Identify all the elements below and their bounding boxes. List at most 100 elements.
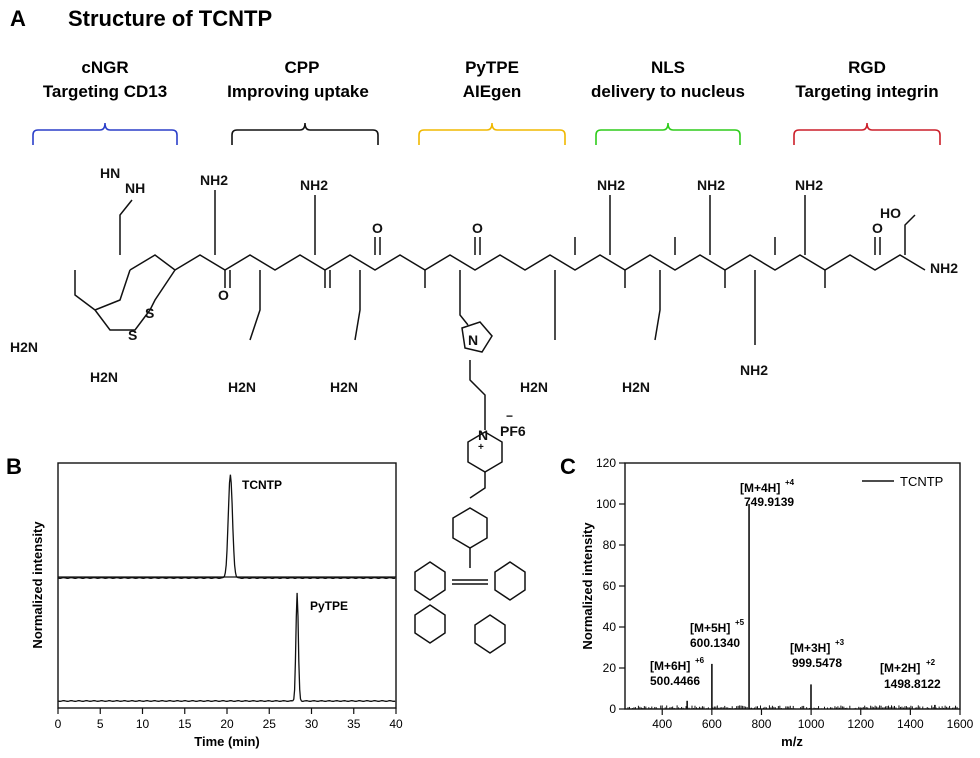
label-nh2-a: NH2 bbox=[200, 172, 228, 188]
y-tick-label: 0 bbox=[609, 702, 616, 716]
annot-4h-ion: [M+4H] bbox=[740, 481, 780, 495]
trace-pytpe-label: PyTPE bbox=[310, 599, 348, 613]
label-o-4: O bbox=[872, 220, 883, 236]
panel-a-letter: A bbox=[10, 6, 26, 31]
label-pf6: PF6 bbox=[500, 423, 526, 439]
label-o-3: O bbox=[472, 220, 483, 236]
panel-c-xlabel: m/z bbox=[781, 734, 803, 749]
y-tick-label: 100 bbox=[596, 497, 616, 511]
annot-2h-charge: +2 bbox=[926, 658, 936, 667]
label-nh: NH bbox=[125, 180, 145, 196]
label-nh2-d: NH2 bbox=[697, 177, 725, 193]
linker-bonds bbox=[469, 360, 486, 430]
panel-b-xlabel: Time (min) bbox=[194, 734, 260, 749]
backbone-bond bbox=[129, 254, 926, 271]
y-tick-label: 120 bbox=[596, 456, 616, 470]
label-h2n-b: H2N bbox=[90, 369, 118, 385]
segment-nls-role: delivery to nucleus bbox=[591, 82, 745, 101]
tpe-double-bond bbox=[452, 579, 488, 585]
legend: TCNTP bbox=[862, 474, 943, 489]
x-tick-label: 15 bbox=[178, 717, 192, 731]
segment-cpp: CPP Improving uptake bbox=[227, 58, 379, 145]
peptide-structure bbox=[74, 190, 926, 654]
label-h2n-a: H2N bbox=[10, 339, 38, 355]
label-n-triazole: N bbox=[468, 332, 478, 348]
label-nh2-c: NH2 bbox=[597, 177, 625, 193]
segment-rgd-name: RGD bbox=[848, 58, 886, 77]
x-tick-label: 1000 bbox=[798, 717, 825, 731]
panel-c-letter: C bbox=[560, 454, 576, 479]
triazole-ring bbox=[461, 321, 493, 353]
annot-4h-charge: +4 bbox=[785, 478, 795, 487]
segment-pytpe-bracket bbox=[418, 122, 566, 145]
annot-2h-ion: [M+2H] bbox=[880, 661, 920, 675]
x-tick-label: 30 bbox=[305, 717, 319, 731]
panel-b-ylabel: Normalized intensity bbox=[30, 521, 45, 649]
x-tick-label: 600 bbox=[702, 717, 722, 731]
annot-4h-value: 749.9139 bbox=[744, 495, 794, 509]
panel-a-title: Structure of TCNTP bbox=[68, 6, 272, 31]
panel-a: A Structure of TCNTP cNGR Targeting CD13… bbox=[10, 6, 958, 654]
phenyl-ring-2 bbox=[414, 561, 446, 601]
y-tick-label: 80 bbox=[603, 538, 617, 552]
x-tick-label: 800 bbox=[751, 717, 771, 731]
label-o-2: O bbox=[372, 220, 383, 236]
segment-cngr: cNGR Targeting CD13 bbox=[32, 58, 178, 145]
panel-c-minor-peaks bbox=[627, 705, 960, 709]
x-tick-label: 25 bbox=[263, 717, 277, 731]
atom-labels: NH HN NH2 NH2 NH2 NH2 NH2 HO NH2 H2N H2N… bbox=[10, 165, 958, 453]
side-chain-bonds bbox=[119, 190, 916, 255]
y-tick-label: 20 bbox=[603, 661, 617, 675]
segment-cpp-name: CPP bbox=[285, 58, 320, 77]
label-n-pyridinium: N bbox=[478, 427, 488, 443]
cyclic-bonds bbox=[74, 269, 176, 331]
segment-cngr-bracket bbox=[32, 122, 178, 145]
segment-pytpe-role: AIEgen bbox=[463, 82, 522, 101]
x-tick-label: 1600 bbox=[947, 717, 974, 731]
y-tick-label: 40 bbox=[603, 620, 617, 634]
segment-cpp-role: Improving uptake bbox=[227, 82, 369, 101]
phenyl-ring-5 bbox=[474, 614, 506, 654]
annot-6h-charge: +6 bbox=[695, 656, 705, 665]
legend-label: TCNTP bbox=[900, 474, 943, 489]
y-tick-label: 60 bbox=[603, 579, 617, 593]
annot-5h-value: 600.1340 bbox=[690, 636, 740, 650]
label-s-2: S bbox=[128, 327, 137, 343]
label-ho: HO bbox=[880, 205, 901, 221]
phenyl-ring-4 bbox=[414, 604, 446, 644]
label-h2n-f: H2N bbox=[622, 379, 650, 395]
segment-nls-name: NLS bbox=[651, 58, 685, 77]
phenyl-ring-3 bbox=[494, 561, 526, 601]
label-s-1: S bbox=[145, 305, 154, 321]
label-hn: HN bbox=[100, 165, 120, 181]
segment-rgd: RGD Targeting integrin bbox=[793, 58, 941, 145]
annot-3h-ion: [M+3H] bbox=[790, 641, 830, 655]
annot-2h-value: 1498.8122 bbox=[884, 677, 941, 691]
segment-rgd-bracket bbox=[793, 122, 941, 145]
segment-pytpe: PyTPE AIEgen bbox=[418, 58, 566, 145]
label-plus: + bbox=[478, 442, 484, 453]
label-o-1: O bbox=[218, 287, 229, 303]
x-tick-label: 1400 bbox=[897, 717, 924, 731]
trace-pytpe bbox=[57, 592, 396, 702]
panel-b-letter: B bbox=[6, 454, 22, 479]
x-tick-label: 400 bbox=[652, 717, 672, 731]
annot-3h-charge: +3 bbox=[835, 638, 845, 647]
label-h2n-c: H2N bbox=[228, 379, 256, 395]
annot-5h-charge: +5 bbox=[735, 618, 745, 627]
x-tick-label: 10 bbox=[136, 717, 150, 731]
trace-tcntp bbox=[57, 474, 396, 579]
annot-6h-value: 500.4466 bbox=[650, 674, 700, 688]
panel-b-frame bbox=[57, 462, 397, 709]
carbonyl-bonds bbox=[224, 237, 881, 288]
vinyl-bond bbox=[469, 472, 486, 499]
label-nh2-g: NH2 bbox=[740, 362, 768, 378]
segment-rgd-role: Targeting integrin bbox=[795, 82, 938, 101]
x-tick-label: 35 bbox=[347, 717, 361, 731]
segment-cpp-bracket bbox=[231, 122, 379, 145]
label-nh2-b: NH2 bbox=[300, 177, 328, 193]
